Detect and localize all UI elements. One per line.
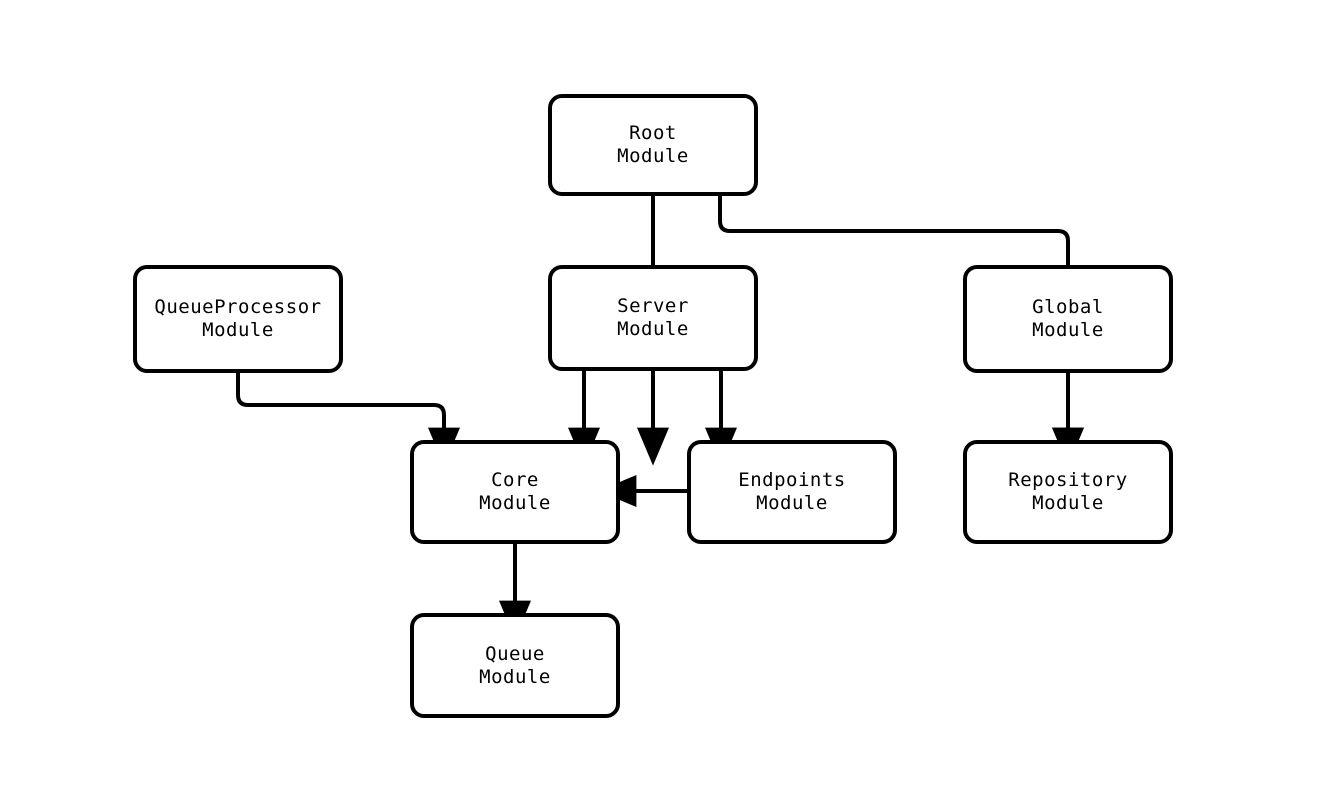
node-endpoints-label-line1: Endpoints <box>738 469 846 491</box>
node-endpoints-label-line2: Module <box>756 492 828 514</box>
node-repository-label-line1: Repository <box>1008 469 1128 491</box>
node-queueprocessor-label-line1: QueueProcessor <box>154 296 322 318</box>
node-queueprocessor-label-line2: Module <box>202 319 274 341</box>
node-core-label-line1: Core <box>491 469 539 491</box>
node-server-label-line1: Server <box>617 295 689 317</box>
node-root-label-line2: Module <box>617 145 689 167</box>
edge-queueprocessor-to-core <box>236 373 460 466</box>
node-root-label-line1: Root <box>629 122 677 144</box>
node-server-label-line2: Module <box>617 318 689 340</box>
node-repository-label-line2: Module <box>1032 492 1104 514</box>
node-global-label-line1: Global <box>1032 296 1104 318</box>
node-global-label-line2: Module <box>1032 319 1104 341</box>
node-queue-label-line1: Queue <box>485 642 545 665</box>
node-queue-label-line2: Module <box>479 665 551 688</box>
node-core-label-line2: Module <box>479 492 551 514</box>
